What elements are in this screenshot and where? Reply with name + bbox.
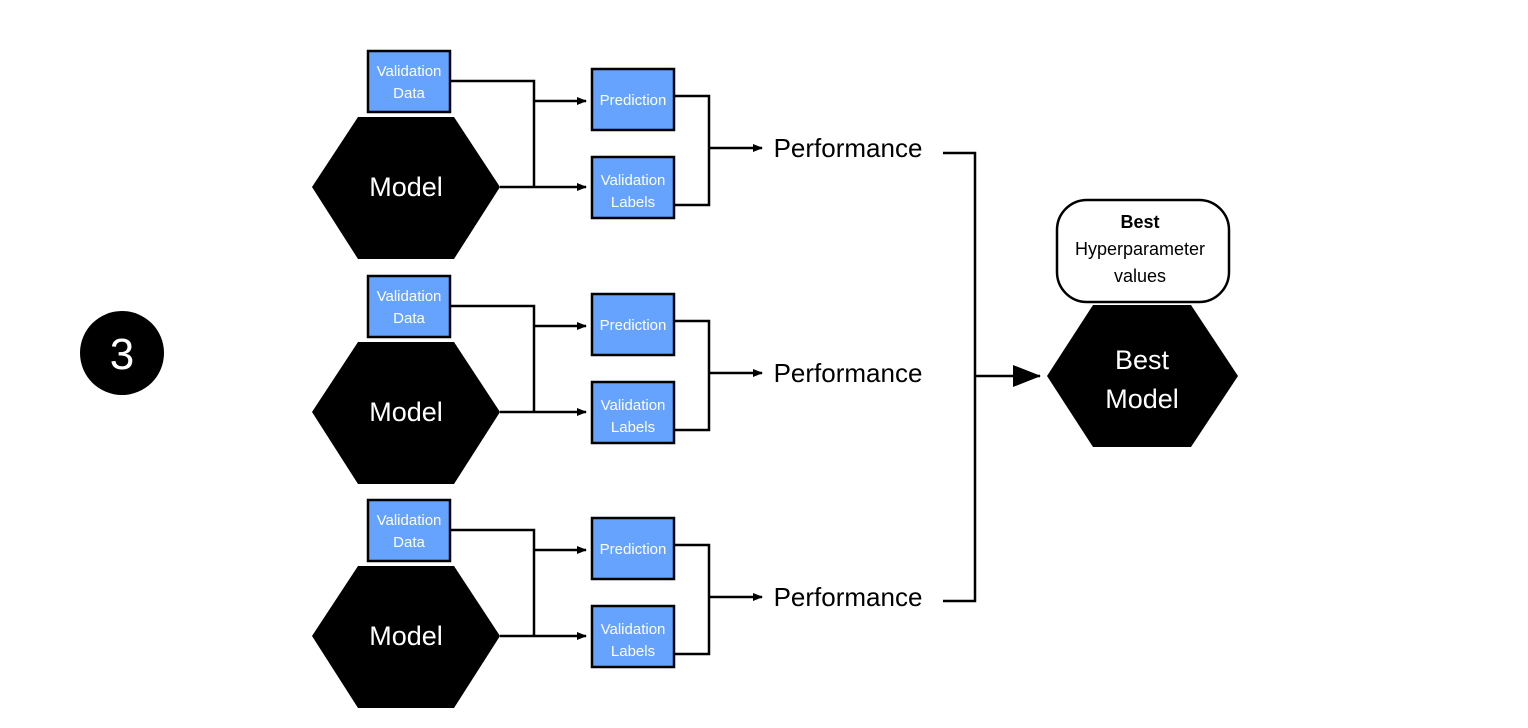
merge-connector: [943, 151, 1041, 603]
validation-data-line1: Validation: [377, 288, 442, 305]
prediction-label: Prediction: [600, 317, 667, 334]
model-hexagon: Model: [312, 117, 500, 259]
prediction-box: Prediction: [590, 292, 676, 357]
best-model-line2: Model: [1105, 384, 1179, 414]
validation-labels-line1: Validation: [601, 172, 666, 189]
prediction-box: Prediction: [590, 67, 676, 132]
validation-data-line2: Data: [393, 85, 425, 102]
model-hexagon: Model: [312, 342, 500, 484]
step-number: 3: [110, 330, 134, 379]
validation-data-line1: Validation: [377, 512, 442, 529]
best-model-hexagon: Best Model: [1047, 305, 1238, 447]
prediction-box: Prediction: [590, 516, 676, 581]
validation-labels-line2: Labels: [611, 643, 655, 660]
performance-label: Performance: [774, 358, 923, 388]
best-model-line1: Best: [1115, 345, 1170, 375]
model-label: Model: [369, 621, 443, 651]
model-label: Model: [369, 397, 443, 427]
hyperparameter-label: Hyperparameter: [1075, 239, 1205, 259]
connector-lines: [451, 528, 763, 656]
validation-data-line1: Validation: [377, 63, 442, 80]
connector-lines: [451, 304, 763, 432]
prediction-label: Prediction: [600, 92, 667, 109]
model-label: Model: [369, 172, 443, 202]
validation-labels-line2: Labels: [611, 194, 655, 211]
step-badge: 3: [80, 311, 164, 395]
connector-lines: [451, 79, 763, 207]
performance-label: Performance: [774, 133, 923, 163]
validation-labels-line2: Labels: [611, 419, 655, 436]
best-title: Best: [1120, 212, 1159, 232]
performance-label: Performance: [774, 582, 923, 612]
values-label: values: [1114, 266, 1166, 286]
validation-data-line2: Data: [393, 534, 425, 551]
model-hexagon: Model: [312, 566, 500, 708]
prediction-label: Prediction: [600, 541, 667, 558]
best-hyperparameter-box: Best Hyperparameter values: [1055, 198, 1231, 304]
validation-data-line2: Data: [393, 310, 425, 327]
validation-labels-line1: Validation: [601, 397, 666, 414]
validation-labels-line1: Validation: [601, 621, 666, 638]
